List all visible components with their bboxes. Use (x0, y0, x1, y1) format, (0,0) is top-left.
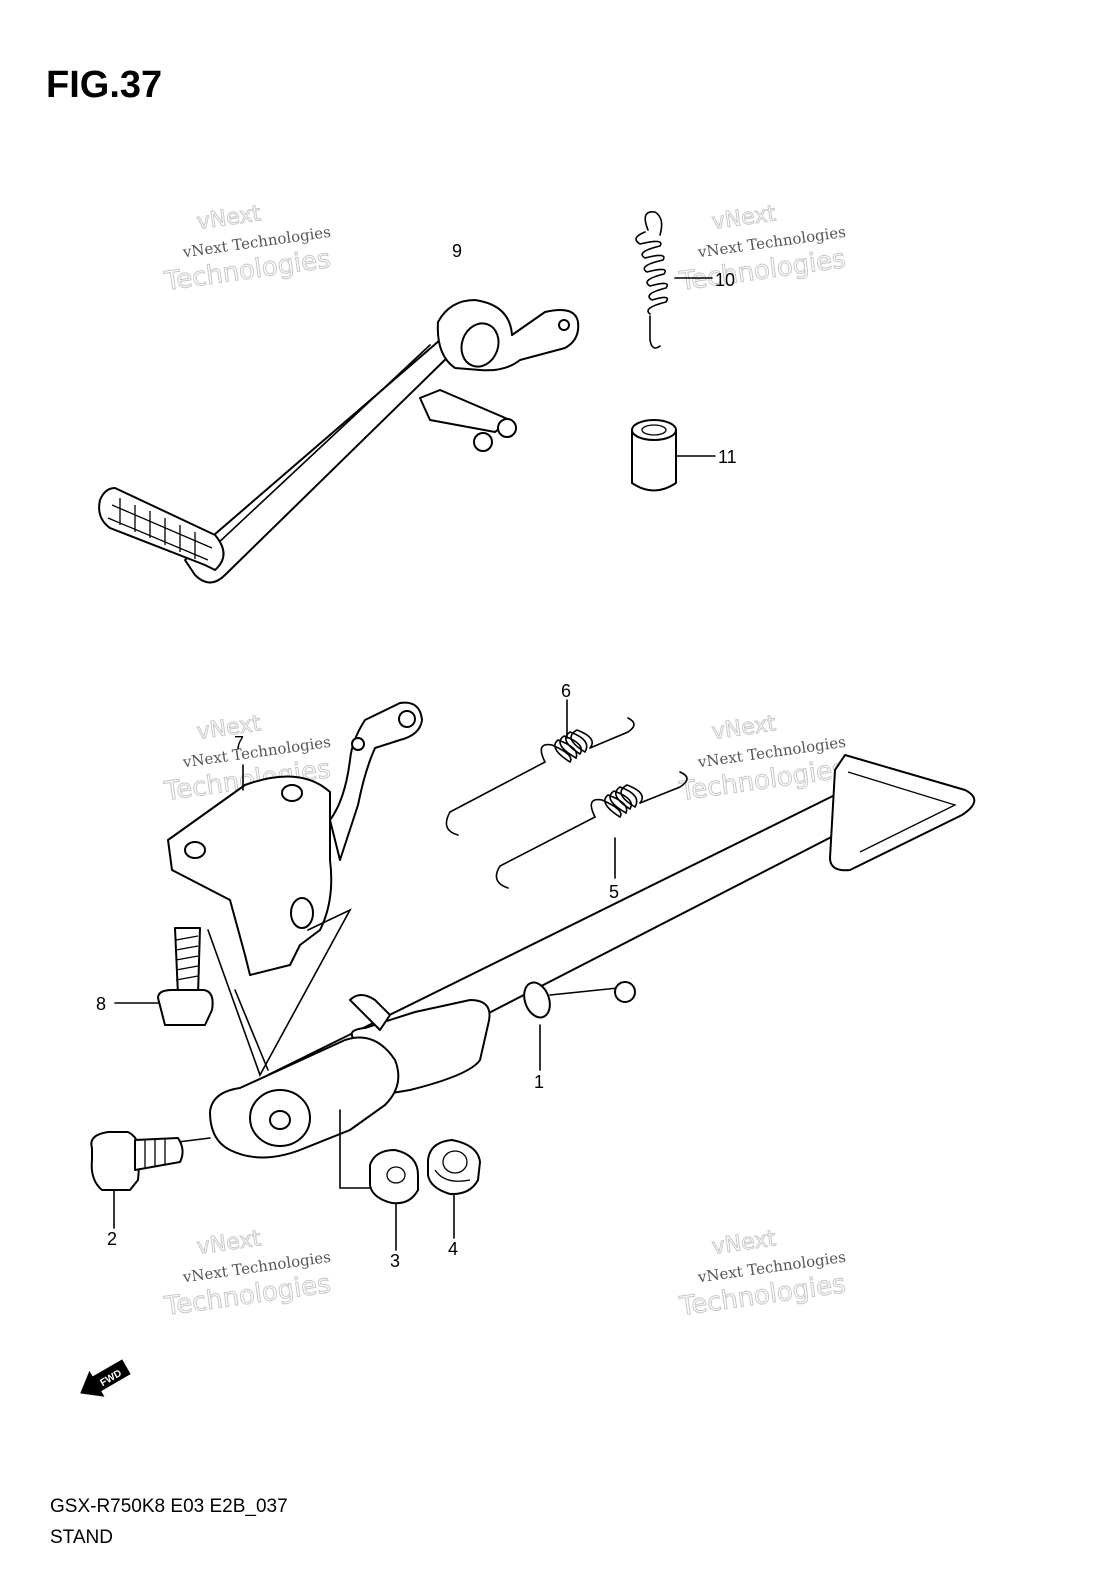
callout-7: 7 (234, 733, 244, 753)
watermark-text: vNext (710, 201, 777, 235)
figure-title: FIG.37 (46, 64, 163, 106)
watermark-bottom-right: vNext vNext Technologies Technologies (676, 1226, 848, 1323)
callout-9: 9 (452, 241, 462, 261)
model-code: GSX-R750K8 E03 E2B_037 (50, 1496, 288, 1517)
watermark-text: vNext (710, 1226, 777, 1260)
callout-11: 11 (718, 447, 737, 467)
bracket-part-7 (167, 701, 423, 976)
collar-part-11 (631, 419, 716, 492)
watermark-mid-right: vNext vNext Technologies Technologies (676, 711, 848, 808)
watermark-text: vNext (710, 711, 777, 745)
spring-part-5 (495, 771, 688, 889)
callout-1: 1 (534, 1072, 544, 1092)
callout-2: 2 (107, 1229, 117, 1249)
section-name: STAND (50, 1527, 113, 1548)
assembly-guide-lines (169, 908, 381, 1189)
callout-8: 8 (96, 994, 106, 1014)
watermark-top-right: vNext vNext Technologies Technologies (676, 201, 848, 298)
spring-part-6 (445, 699, 635, 836)
callout-6: 6 (561, 681, 571, 701)
bolt-part-8 (114, 927, 214, 1026)
callout-10: 10 (715, 270, 735, 290)
forward-arrow-icon: FWD (80, 1359, 131, 1397)
watermark-top-left: vNext vNext Technologies Technologies (161, 201, 333, 298)
washer-part-3 (369, 1149, 419, 1251)
pivot-bolt-part-2 (90, 1131, 184, 1229)
callout-4: 4 (448, 1239, 458, 1259)
spring-part-10 (635, 211, 713, 349)
watermark-text: vNext (195, 201, 262, 235)
callout-3: 3 (390, 1251, 400, 1271)
pedal-part-9 (98, 299, 580, 584)
nut-part-4 (427, 1139, 481, 1239)
callout-labels: 1 2 3 4 5 6 7 8 9 10 11 (96, 241, 737, 1271)
side-stand-part-1 (209, 754, 976, 1159)
callout-5: 5 (609, 882, 619, 902)
watermark-text: vNext (195, 1226, 262, 1260)
watermark-text: vNext (195, 711, 262, 745)
watermark-bottom-left: vNext vNext Technologies Technologies (161, 1226, 333, 1323)
